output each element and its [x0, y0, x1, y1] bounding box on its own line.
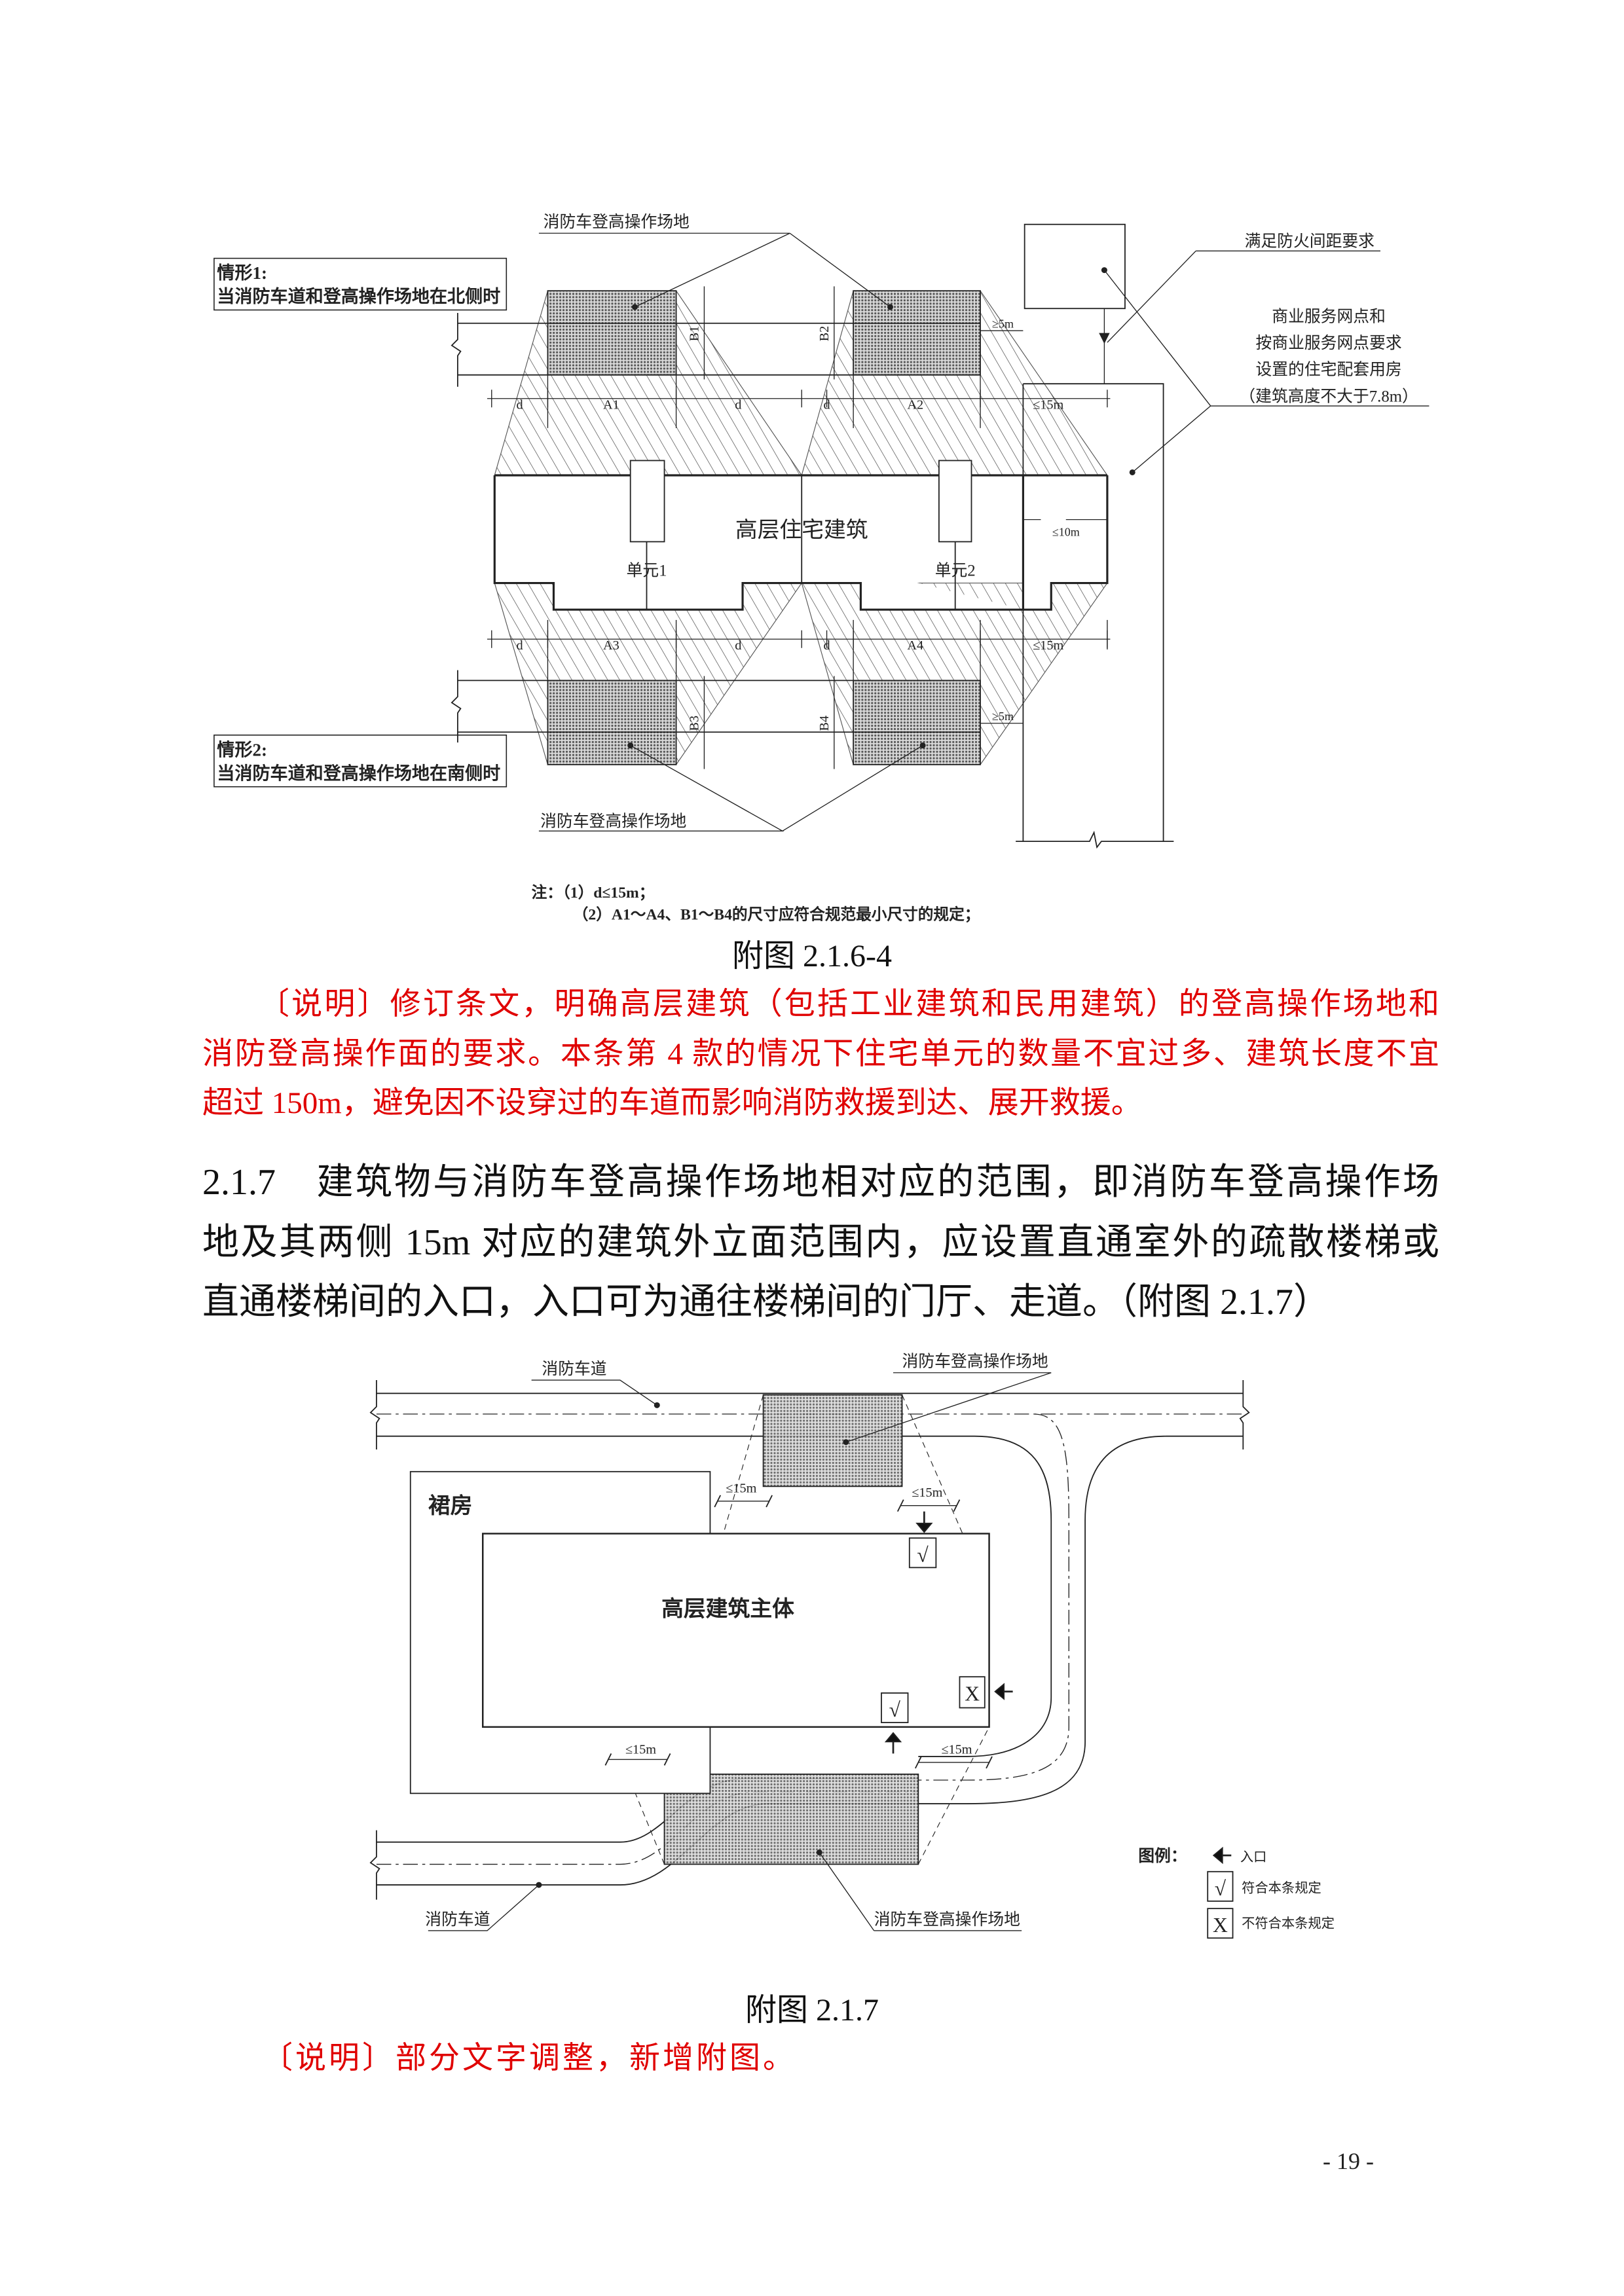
note-1: 注：（1）d≤15m；	[532, 883, 655, 902]
dim-label: d	[517, 638, 523, 653]
commercial-building-outline	[1016, 383, 1174, 849]
road-label-top: 消防车道	[542, 1360, 606, 1378]
dim-label: d	[735, 638, 741, 653]
dim-label: ≤15m	[941, 1742, 972, 1757]
platform-2	[853, 290, 981, 376]
commercial-label: 按商业服务网点要求	[1255, 334, 1401, 352]
page-number: - 19 -	[1323, 2148, 1374, 2174]
dim-label: ≤15m	[912, 1485, 942, 1500]
dim-label: d	[735, 398, 741, 412]
platform-label-bottom: 消防车登高操作场地	[540, 812, 686, 831]
b4-label: B4	[817, 716, 832, 731]
note-2: （2）A1～A4、B1～B4的尺寸应符合规范最小尺寸的规定；	[573, 905, 980, 924]
dimension-b	[703, 286, 1107, 769]
unit-2-stair	[938, 460, 972, 543]
building-label: 高层住宅建筑	[735, 518, 868, 543]
legend-bad: 不符合本条规定	[1242, 1916, 1335, 1931]
fire-road-south	[451, 670, 981, 743]
fire-road-north	[451, 312, 981, 387]
clause-line: 2.1.7 建筑物与消防车登高操作场地相对应的范围，即消防车登高操作场	[202, 1162, 1439, 1203]
dim-label: d	[823, 638, 830, 653]
commercial-label: 商业服务网点和	[1272, 308, 1386, 326]
check-box-south	[881, 1692, 909, 1723]
dim-label: A4	[907, 638, 923, 653]
check-mark-icon: √	[917, 1543, 929, 1566]
clause-line: 地及其两侧 15m 对应的建筑外立面范围内，应设置直通室外的疏散楼梯或	[202, 1222, 1439, 1263]
unit1-label: 单元1	[626, 561, 667, 579]
dim-label: A2	[907, 398, 923, 412]
dim-label: ≤15m	[1033, 398, 1063, 412]
unit-1-stair	[629, 460, 665, 543]
commercial-label: 设置的住宅配套用房	[1255, 361, 1401, 379]
b1-label: B1	[687, 326, 701, 342]
ge5m-label: ≥5m	[992, 710, 1014, 723]
case2-title: 情形2:	[217, 740, 267, 759]
ge5m-label: ≥5m	[992, 318, 1014, 331]
figure-caption-1: 附图 2.1.6-4	[732, 939, 892, 974]
figure-2-1-6-4	[213, 223, 1430, 849]
legend-entrance: 入口	[1240, 1850, 1267, 1865]
cross-mark-icon: X	[965, 1682, 980, 1705]
case1-title: 情形1:	[217, 263, 267, 283]
figure-caption-2: 附图 2.1.7	[745, 1993, 879, 2028]
check-box-north	[908, 1537, 937, 1569]
dim-label: ≤15m	[625, 1742, 656, 1757]
cross-box-east	[959, 1676, 986, 1709]
b2-label: B2	[817, 326, 832, 342]
platform-top	[762, 1394, 903, 1487]
dim-label: A3	[603, 638, 619, 653]
platform-label-top: 消防车登高操作场地	[902, 1353, 1048, 1371]
case2-box	[213, 735, 507, 788]
legend-cross-icon: X	[1213, 1914, 1228, 1937]
case1-box	[213, 257, 507, 311]
tower-label: 高层建筑主体	[661, 1597, 794, 1622]
b3-label: B3	[687, 716, 701, 731]
case2-desc: 当消防车道和登高操作场地在南侧时	[217, 763, 500, 783]
figure1-labels: 消防车登高操作场地 消防车登高操作场地 情形1: 当消防车道和登高操作场地在北侧…	[217, 213, 1418, 923]
dim-label: ≤15m	[726, 1481, 756, 1495]
platform-3	[547, 680, 677, 765]
figure-2-1-7	[369, 1372, 1250, 1939]
road-label-bottom: 消防车道	[425, 1910, 490, 1929]
check-mark-icon: √	[889, 1698, 901, 1721]
explanation-2: 〔说明〕部分文字调整，新增附图。	[262, 2041, 796, 2075]
platform-label-bottom: 消防车登高操作场地	[874, 1910, 1020, 1929]
dim-label: d	[517, 398, 523, 412]
dimension-bottom	[487, 619, 1111, 681]
platform-label-top: 消防车登高操作场地	[544, 213, 690, 231]
explanation-line: 消防登高操作面的要求。本条第 4 款的情况下住宅单元的数量不宜过多、建筑长度不宜	[202, 1037, 1439, 1071]
dim-label: d	[823, 398, 830, 412]
dimension-top	[487, 374, 1111, 428]
tower-building	[481, 1533, 990, 1728]
commercial-label: （建筑高度不大于7.8m）	[1239, 387, 1418, 405]
case1-desc: 当消防车道和登高操作场地在北侧时	[217, 286, 500, 306]
platform-4	[853, 680, 981, 765]
clause-line: 直通楼梯间的入口，入口可为通往楼梯间的门厅、走道。（附图 2.1.7）	[202, 1282, 1330, 1322]
legend-cross-box	[1207, 1908, 1234, 1939]
fire-distance-label: 满足防火间距要求	[1245, 232, 1375, 251]
legend-title: 图例：	[1138, 1847, 1187, 1865]
legend-check-icon: √	[1215, 1877, 1227, 1900]
legend-ok: 符合本条规定	[1242, 1880, 1321, 1895]
explanation-line: 超过 150m，避免因不设穿过的车道而影响消防救援到达、展开救援。	[202, 1086, 1142, 1120]
legend-check-box	[1207, 1870, 1234, 1902]
explanation-line: 〔说明〕修订条文，明确高层建筑（包括工业建筑和民用建筑）的登高操作场地和	[259, 987, 1439, 1021]
podium-label: 裙房	[428, 1493, 473, 1518]
adjacent-building	[1024, 223, 1126, 310]
le10m-label: ≤10m	[1052, 525, 1080, 538]
figure2-labels: 消防车道 消防车登高操作场地 消防车道 消防车登高操作场地 裙房 高层建筑主体 …	[425, 1353, 1335, 1937]
dim-label: A1	[603, 398, 619, 412]
unit2-label: 单元2	[935, 561, 976, 579]
dim-label: ≤15m	[1033, 638, 1063, 653]
platform-1	[547, 290, 677, 376]
